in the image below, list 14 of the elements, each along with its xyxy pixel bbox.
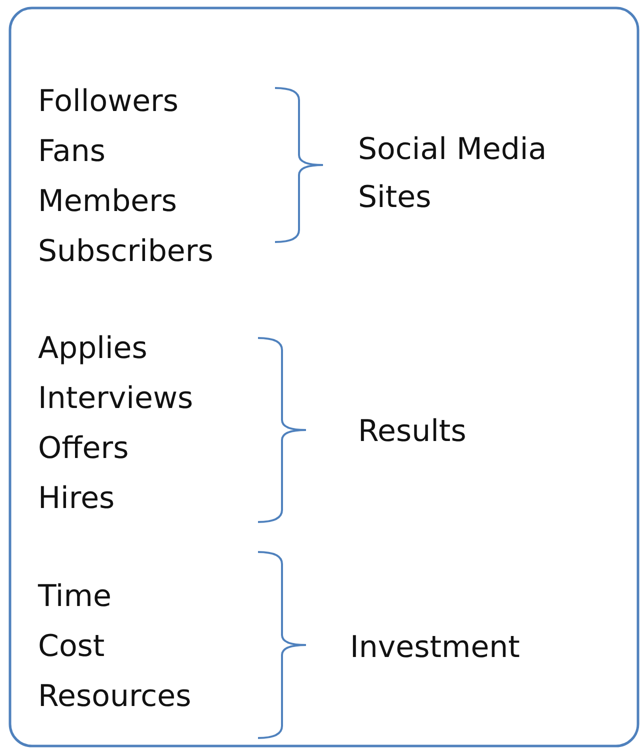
list-item: Followers bbox=[38, 84, 179, 120]
list-item: Time bbox=[38, 579, 112, 615]
category-label: Social Media Sites bbox=[358, 131, 548, 217]
category-label: Results bbox=[358, 414, 466, 450]
list-item: Interviews bbox=[38, 381, 194, 417]
category-label: Investment bbox=[350, 630, 520, 666]
list-item: Fans bbox=[38, 134, 106, 170]
list-item: Members bbox=[38, 184, 178, 220]
list-item: Cost bbox=[38, 629, 105, 665]
list-item: Hires bbox=[38, 481, 115, 517]
list-item: Applies bbox=[38, 331, 148, 367]
list-item: Subscribers bbox=[38, 234, 214, 270]
list-item: Resources bbox=[38, 679, 192, 715]
list-item: Offers bbox=[38, 431, 129, 467]
